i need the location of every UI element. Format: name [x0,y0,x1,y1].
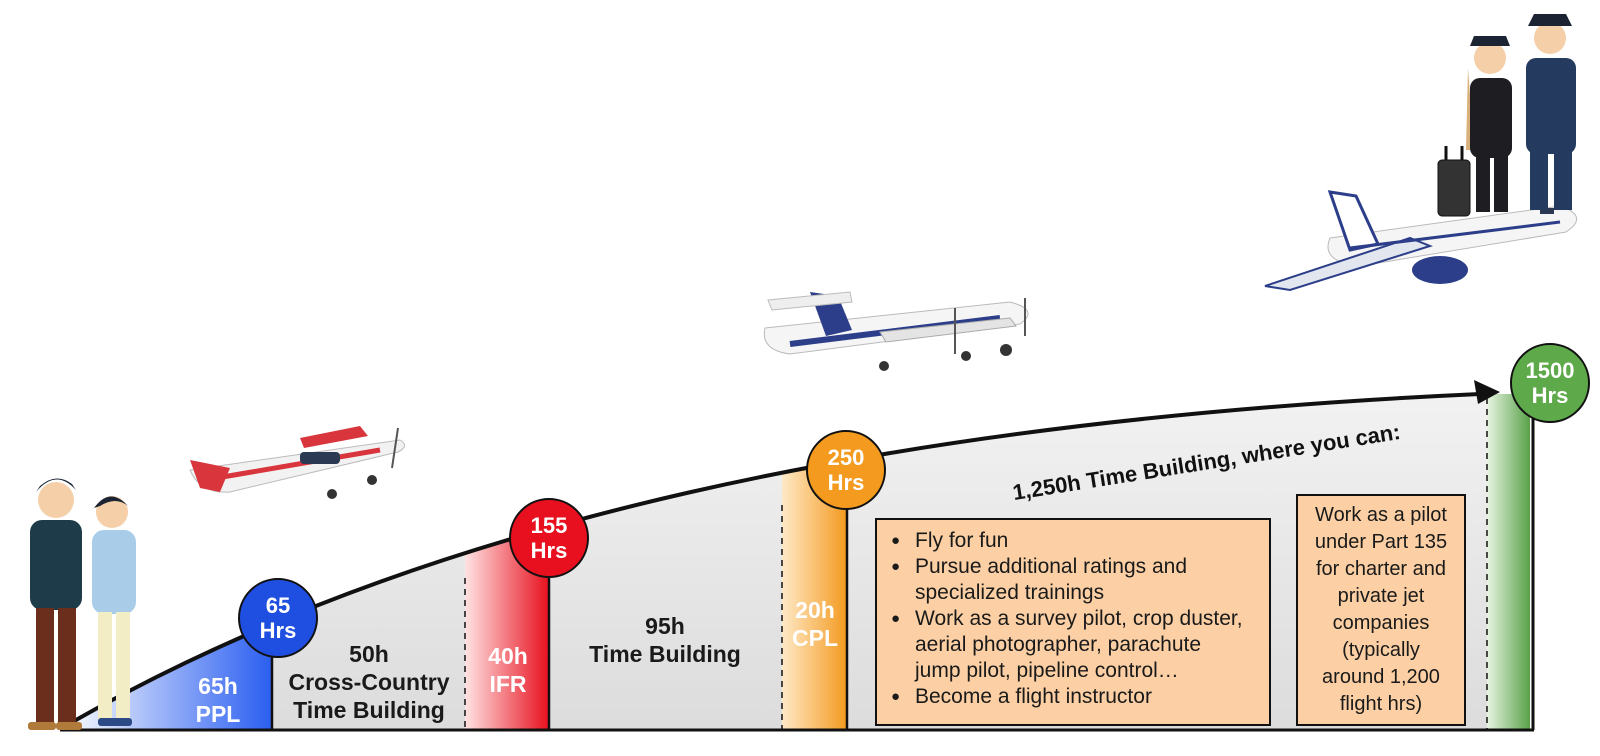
segment-ifr-label: 40h IFR [468,642,548,698]
milestone-250-value: 250 [827,444,865,470]
cpl-segment-fill [782,394,847,730]
segment-cpl-name: CPL [792,625,838,652]
turboprop-plane-icon [763,291,1029,371]
progress-arrowhead [1474,380,1500,404]
part135-line: companies [1332,612,1430,634]
time-building-options-box: Fly for fun Pursue additional ratings an… [875,518,1271,726]
part135-line: private jet [1337,585,1425,607]
time-building-options-list: Fly for fun Pursue additional ratings an… [885,528,1259,710]
part135-line: flight hrs) [1339,693,1423,715]
segment-xc-name-line2: Time Building [293,697,445,724]
milestone-250-unit: Hrs [827,470,865,495]
segment-cpl-label: 20h CPL [784,596,846,652]
milestone-65-hrs: 65 Hrs [238,578,318,658]
part135-line: around 1,200 [1322,666,1440,688]
part135-line: (typically [1342,639,1420,661]
part135-box: Work as a pilot under Part 135 for chart… [1296,494,1466,726]
segment-xc-name-line1: Cross-Country [288,669,450,696]
ppl-segment-fill [62,394,272,730]
option-fly-for-fun: Fly for fun [885,528,1259,554]
atp-segment-fill [1487,394,1530,730]
segment-xc-hours: 50h [349,641,389,667]
option-additional-ratings: Pursue additional ratings and specialize… [885,554,1259,606]
segment-ppl-name: PPL [195,701,241,728]
milestone-155-value: 155 [530,512,568,538]
segment-cpl-hours: 20h [795,597,835,623]
segment-ifr-name: IFR [489,671,527,698]
student-icon [28,478,136,730]
milestone-1500-value: 1500 [1525,357,1575,383]
milestone-1500-hrs: 1500 Hrs [1510,343,1590,423]
milestone-250-hrs: 250 Hrs [806,430,886,510]
segment-ppl-hours: 65h [198,673,238,699]
cessna-plane-icon [189,426,405,499]
option-work-as-pilot: Work as a survey pilot, crop duster, aer… [885,606,1259,684]
milestone-1500-unit: Hrs [1531,383,1569,408]
option-flight-instructor: Become a flight instructor [885,684,1259,710]
segment-ppl-label: 65h PPL [168,672,268,728]
part135-line: Work as a pilot [1315,504,1447,526]
segment-time-building-label: 95h Time Building [560,612,770,668]
part135-line: for charter and [1315,558,1447,580]
progress-curve [60,392,1481,730]
segment-time-building-hours: 95h [645,613,685,639]
segment-ifr-hours: 40h [488,643,528,669]
pilots-icon [1437,14,1576,217]
part135-line: under Part 135 [1314,531,1448,553]
airliner-plane-icon [1264,190,1577,292]
milestone-155-hrs: 155 Hrs [509,498,589,578]
segment-time-building-name: Time Building [589,641,741,668]
milestone-65-value: 65 [265,592,291,618]
milestone-65-unit: Hrs [259,618,297,643]
segment-xc-label: 50h Cross-Country Time Building [278,640,460,724]
milestone-155-unit: Hrs [530,538,568,563]
